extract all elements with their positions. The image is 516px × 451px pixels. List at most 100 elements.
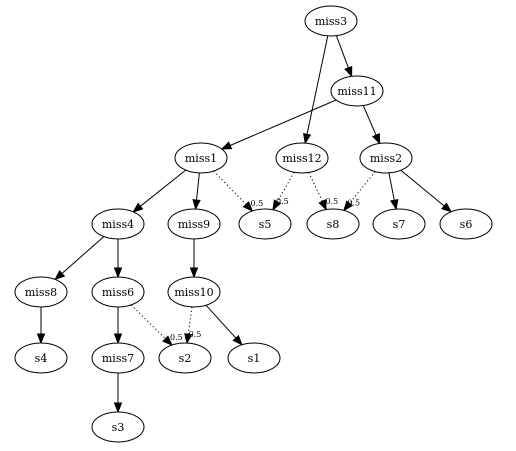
edge-line <box>213 170 247 205</box>
nodes-layer: miss3 miss11 miss1 miss12 miss2 miss4 miss9 s5 s… <box>14 5 493 443</box>
node-s6: s6 <box>439 208 493 240</box>
edge-miss7-s3 <box>113 373 123 414</box>
arrowhead <box>232 334 243 346</box>
arrowhead <box>113 267 123 279</box>
node-ellipse <box>174 142 228 174</box>
edge-label: 0.5 <box>251 199 264 208</box>
edge-miss9-miss10 <box>189 239 199 279</box>
edge-miss8-s4 <box>36 307 46 345</box>
edge-miss1-miss9 <box>192 172 201 211</box>
node-miss9: miss9 <box>167 208 221 240</box>
edge-miss2-s8: 0.5 <box>343 171 376 212</box>
arrowhead <box>36 333 46 345</box>
edge-line <box>205 304 237 339</box>
edge-miss10-s1 <box>205 304 243 346</box>
arrowhead <box>189 267 199 279</box>
node-label: s6 <box>460 218 473 231</box>
edge-line <box>130 304 166 340</box>
node-s3: s3 <box>91 411 145 443</box>
node-label: s4 <box>35 352 48 365</box>
edge-label: 0.5 <box>276 197 289 206</box>
node-label: miss8 <box>25 286 57 299</box>
edge-label: 0.5 <box>347 198 360 207</box>
node-label: s7 <box>393 218 406 231</box>
edge-line <box>388 172 395 201</box>
node-s4: s4 <box>14 342 68 374</box>
edge-line <box>306 35 329 135</box>
arrowhead <box>441 202 453 213</box>
edge-miss4-miss8 <box>54 236 105 281</box>
node-ellipse <box>439 208 493 240</box>
arrowhead <box>272 199 282 211</box>
node-label: miss3 <box>315 15 347 28</box>
edge-miss11-miss1 <box>220 99 337 150</box>
node-s8: s8 <box>306 208 360 240</box>
node-miss1: miss1 <box>174 142 228 174</box>
node-ellipse <box>14 342 68 374</box>
edge-miss1-s5: 0.5 <box>213 170 264 212</box>
node-ellipse <box>158 342 212 374</box>
node-miss6: miss6 <box>91 276 145 308</box>
edge-line <box>61 236 105 274</box>
edge-miss4-miss6 <box>113 239 123 279</box>
arrowhead <box>344 65 353 78</box>
node-label: miss7 <box>102 352 134 365</box>
edge-miss12-s8: 0.5 <box>308 172 338 211</box>
edge-miss1-miss4 <box>132 169 187 213</box>
node-ellipse <box>91 411 145 443</box>
node-label: s8 <box>327 218 340 231</box>
edge-line <box>229 99 337 146</box>
edge-miss10-s2: 0.5 <box>184 306 202 345</box>
node-label: miss4 <box>102 218 134 231</box>
node-label: miss9 <box>178 218 210 231</box>
edge-miss3-miss11 <box>335 35 353 78</box>
arrowhead <box>184 333 193 345</box>
node-label: miss11 <box>337 85 376 98</box>
arrowhead <box>390 198 399 211</box>
edge-miss2-s7 <box>388 172 399 211</box>
node-ellipse <box>227 342 281 374</box>
node-miss4: miss4 <box>91 208 145 240</box>
node-ellipse <box>306 208 360 240</box>
arrowhead <box>113 402 123 414</box>
node-ellipse <box>275 142 329 174</box>
node-miss10: miss10 <box>167 276 221 308</box>
node-miss2: miss2 <box>359 142 413 174</box>
node-ellipse <box>167 276 221 308</box>
node-label: miss2 <box>370 152 402 165</box>
node-label: miss12 <box>282 152 321 165</box>
arrowhead <box>192 199 201 211</box>
edge-label: 0.5 <box>189 330 202 339</box>
node-miss8: miss8 <box>14 276 68 308</box>
edge-line <box>400 169 445 207</box>
edge-miss3-miss12 <box>302 35 329 145</box>
node-s2: s2 <box>158 342 212 374</box>
edge-line <box>187 306 193 335</box>
node-miss11: miss11 <box>330 75 384 107</box>
node-label: miss1 <box>185 152 217 165</box>
arrowhead <box>113 333 123 345</box>
arrowhead <box>318 199 327 211</box>
arrowhead <box>54 270 66 281</box>
edge-line <box>196 172 200 201</box>
arrowhead <box>242 201 254 212</box>
node-s5: s5 <box>238 208 292 240</box>
node-miss7: miss7 <box>91 342 145 374</box>
node-miss12: miss12 <box>275 142 329 174</box>
arrowhead <box>302 132 312 145</box>
node-ellipse <box>359 142 413 174</box>
node-label: s2 <box>179 352 192 365</box>
node-label: s5 <box>259 218 272 231</box>
arrowhead <box>343 200 354 212</box>
node-ellipse <box>91 276 145 308</box>
edge-miss11-miss2 <box>362 105 381 145</box>
arrowhead <box>162 335 173 347</box>
node-s7: s7 <box>372 208 426 240</box>
node-label: s3 <box>112 421 125 434</box>
node-label: miss10 <box>174 286 213 299</box>
edge-miss6-miss7 <box>113 307 123 345</box>
edge-miss2-s6 <box>400 169 453 213</box>
node-ellipse <box>304 5 358 37</box>
